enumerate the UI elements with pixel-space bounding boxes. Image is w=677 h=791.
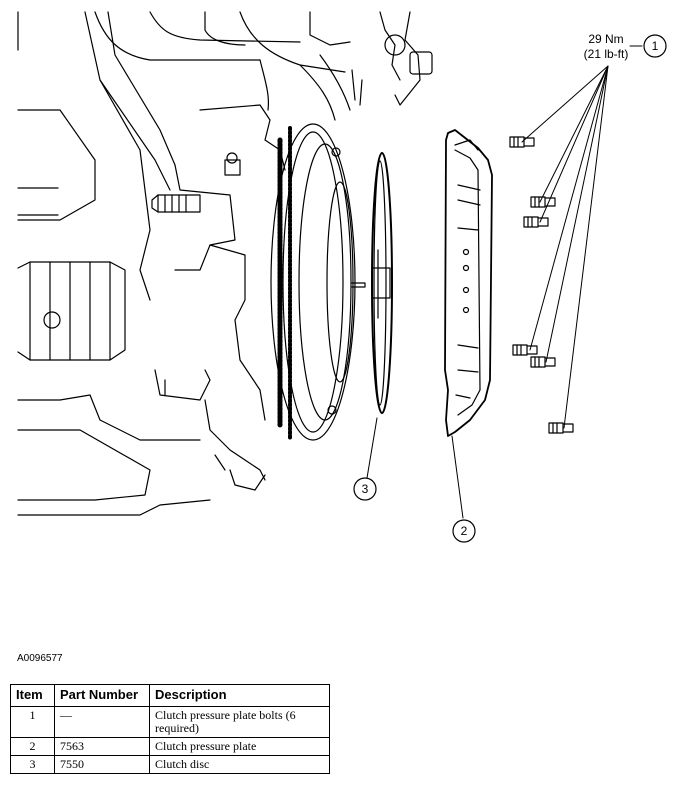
pressure-plate-artwork (444, 129, 493, 437)
header-item: Item (10, 684, 55, 707)
cell-part-number: — (54, 706, 150, 738)
flywheel-artwork (270, 123, 356, 441)
parts-table: Item Part Number Description 1 — Clutch … (10, 684, 330, 774)
table-row: 1 — Clutch pressure plate bolts (6 requi… (10, 706, 330, 738)
torque-spec-imperial: (21 lb-ft) (584, 47, 629, 61)
callout-1: 1 (643, 34, 667, 58)
cell-item: 2 (10, 737, 55, 756)
cell-item: 1 (10, 706, 55, 738)
pressure-plate-bolts-artwork (509, 136, 574, 434)
callout-2: 2 (452, 519, 476, 543)
callout-3-label: 3 (362, 482, 369, 496)
cell-description: Clutch disc (149, 755, 330, 774)
figure-id: A0096577 (17, 653, 63, 664)
engine-block-artwork (17, 11, 433, 516)
cell-part-number: 7550 (54, 755, 150, 774)
cell-part-number: 7563 (54, 737, 150, 756)
header-part-number: Part Number (54, 684, 150, 707)
leader-lines (366, 45, 643, 519)
table-header-row: Item Part Number Description (10, 684, 330, 707)
callout-3: 3 (353, 477, 377, 501)
table-row: 3 7550 Clutch disc (10, 755, 330, 774)
callout-2-label: 2 (461, 524, 468, 538)
callout-1-label: 1 (652, 39, 659, 53)
torque-spec-metric: 29 Nm (588, 32, 623, 46)
header-description: Description (149, 684, 330, 707)
table-row: 2 7563 Clutch pressure plate (10, 737, 330, 756)
exploded-clutch-diagram: 29 Nm (21 lb-ft) 1 2 3 (17, 11, 667, 543)
cell-item: 3 (10, 755, 55, 774)
cell-description: Clutch pressure plate bolts (6 required) (149, 706, 330, 738)
clutch-disc-artwork (371, 152, 393, 414)
cell-description: Clutch pressure plate (149, 737, 330, 756)
